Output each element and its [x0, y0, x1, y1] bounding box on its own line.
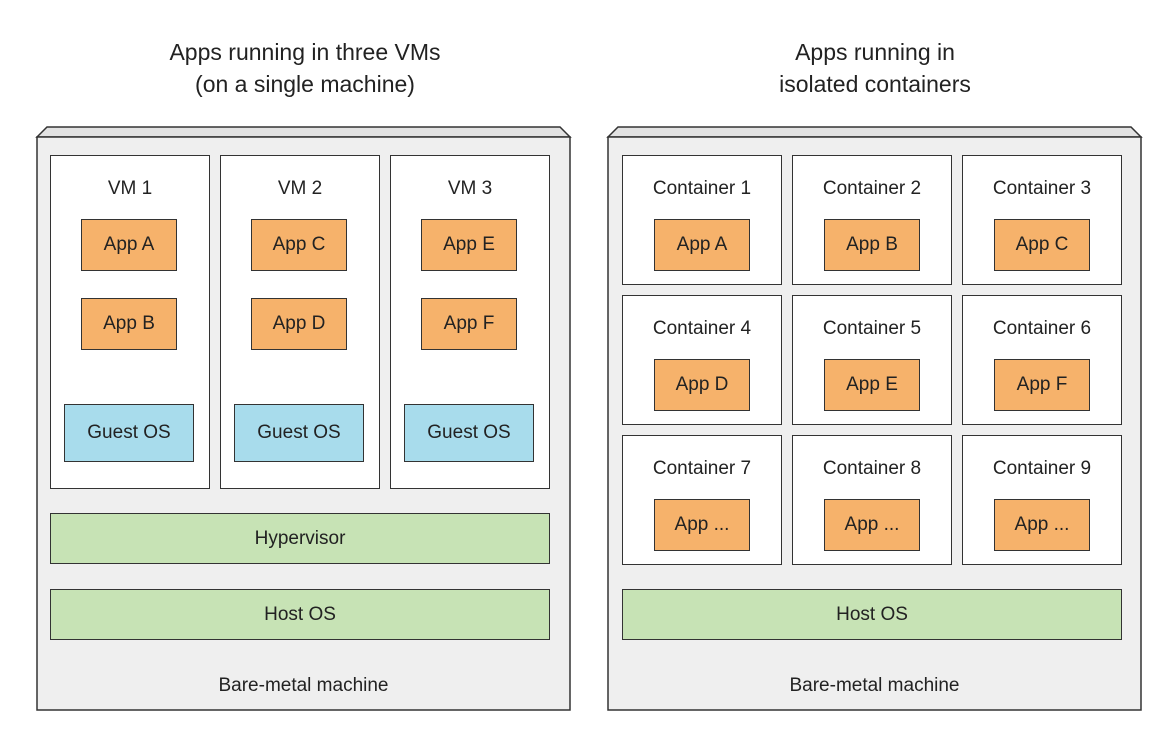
app-box: App B [824, 219, 920, 271]
vm-label: VM 3 [447, 178, 493, 199]
container-label: Container 2 [822, 178, 922, 199]
container-4: Container 4 App D [622, 295, 782, 425]
host-os-layer: Host OS [50, 589, 550, 640]
container-label: Container 5 [822, 318, 922, 339]
container-diagram-title: Apps running in isolated containers [779, 39, 971, 97]
guest-os-box: Guest OS [64, 404, 194, 462]
container-9: Container 9 App ... [962, 435, 1122, 565]
container-8: Container 8 App ... [792, 435, 952, 565]
container-label: Container 3 [992, 178, 1092, 199]
app-box: App E [421, 219, 517, 271]
container-label: Container 4 [652, 318, 752, 339]
container-7: Container 7 App ... [622, 435, 782, 565]
container-3: Container 3 App C [962, 155, 1122, 285]
app-box: App A [654, 219, 750, 271]
app-box: App A [81, 219, 177, 271]
hypervisor-layer: Hypervisor [50, 513, 550, 564]
bare-metal-label: Bare-metal machine [789, 675, 960, 696]
app-box: App D [251, 298, 347, 350]
bare-metal-label: Bare-metal machine [218, 675, 389, 696]
container-5: Container 5 App E [792, 295, 952, 425]
container-label: Container 6 [992, 318, 1092, 339]
app-box: App E [824, 359, 920, 411]
host-os-layer: Host OS [622, 589, 1122, 640]
guest-os-box: Guest OS [404, 404, 534, 462]
app-box: App F [421, 298, 517, 350]
vm-2: VM 2 App C App D Guest OS [220, 155, 380, 489]
app-box: App F [994, 359, 1090, 411]
vm-diagram-title: Apps running in three VMs (on a single m… [169, 39, 441, 97]
app-box: App B [81, 298, 177, 350]
app-box: App ... [824, 499, 920, 551]
vm-label: VM 1 [107, 178, 153, 199]
container-label: Container 7 [652, 458, 752, 479]
app-box: App D [654, 359, 750, 411]
app-box: App C [994, 219, 1090, 271]
container-6: Container 6 App F [962, 295, 1122, 425]
container-label: Container 9 [992, 458, 1092, 479]
container-label: Container 1 [652, 178, 752, 199]
app-box: App ... [994, 499, 1090, 551]
guest-os-box: Guest OS [234, 404, 364, 462]
container-2: Container 2 App B [792, 155, 952, 285]
vm-3: VM 3 App E App F Guest OS [390, 155, 550, 489]
container-1: Container 1 App A [622, 155, 782, 285]
vm-1: VM 1 App A App B Guest OS [50, 155, 210, 489]
vm-label: VM 2 [277, 178, 323, 199]
app-box: App C [251, 219, 347, 271]
app-box: App ... [654, 499, 750, 551]
container-label: Container 8 [822, 458, 922, 479]
